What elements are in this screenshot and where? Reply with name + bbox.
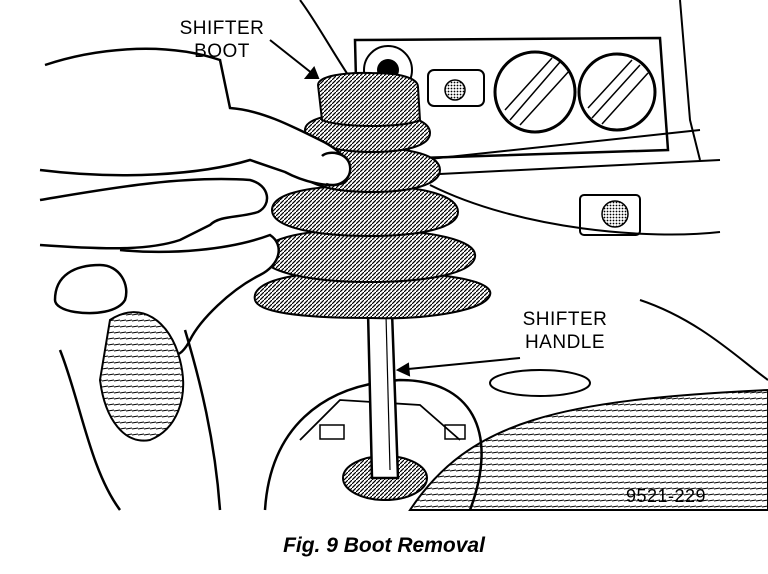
shifter-handle <box>366 310 400 480</box>
boot-removal-illustration <box>39 0 768 511</box>
heater-control-panel <box>353 36 670 162</box>
figure-id: 9521-229 <box>626 486 707 506</box>
fan-switch-icon <box>427 69 485 107</box>
temp-dial-icon <box>493 50 577 134</box>
seat <box>408 299 768 511</box>
mode-dial-icon <box>577 52 657 132</box>
dash-switch <box>579 194 641 236</box>
shifter-boot-label-line-1: SHIFTER <box>179 18 265 39</box>
cup-holder-icon <box>489 369 591 397</box>
shifter-handle-label-line-2: HANDLE <box>524 332 606 353</box>
shifter-boot-label-line-2: BOOT <box>194 41 250 62</box>
shifter-handle-label: SHIFTER HANDLE <box>510 308 620 354</box>
sleeve <box>58 311 222 511</box>
shifter-boot-label: SHIFTER BOOT <box>170 17 274 63</box>
line-drawing <box>39 0 768 511</box>
figure-caption: Fig. 9 Boot Removal <box>283 534 485 557</box>
shifter-handle-label-line-1: SHIFTER <box>522 309 608 330</box>
leader-lines <box>269 39 521 377</box>
